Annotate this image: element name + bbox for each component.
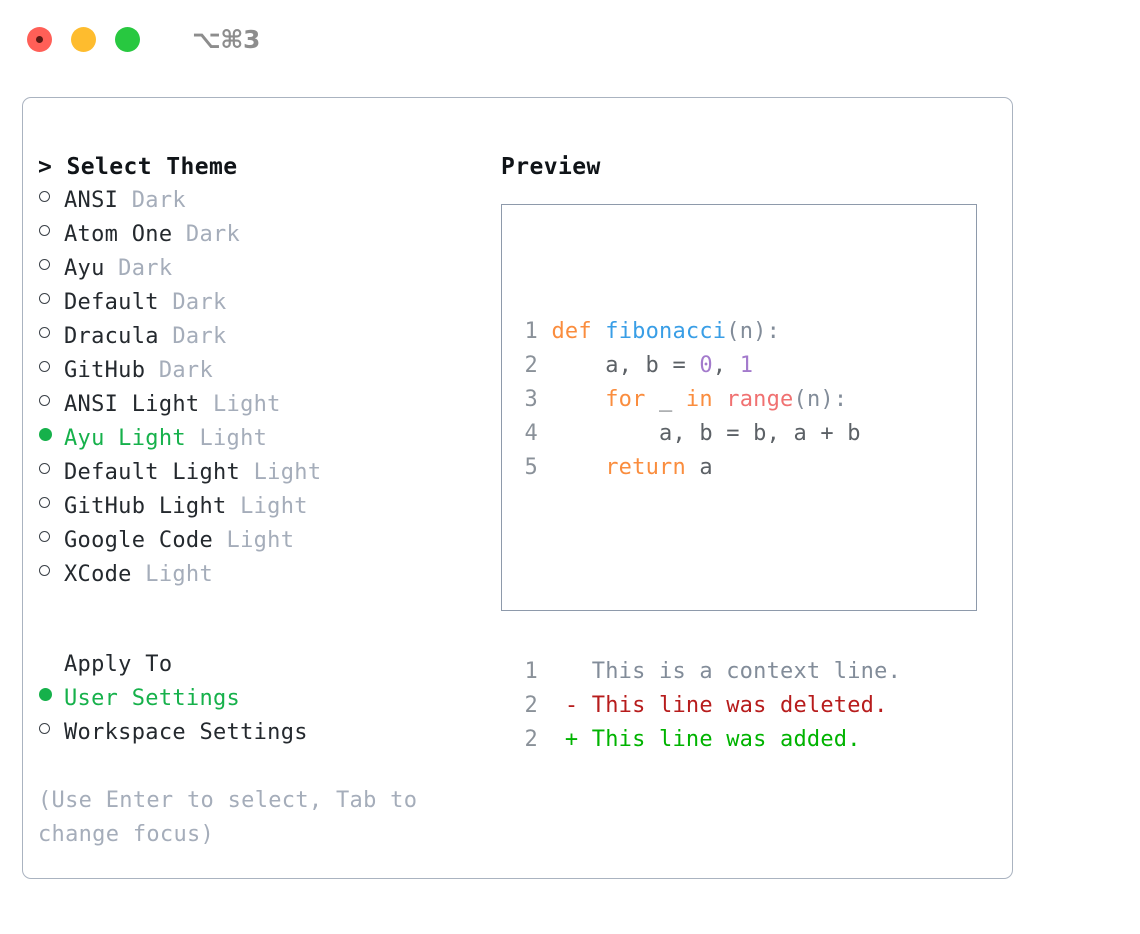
option-variant-tag: Dark xyxy=(118,188,186,213)
code-token-plain: , xyxy=(712,353,740,378)
code-token-plain: a xyxy=(685,455,713,480)
diff-line-added: 2 + This line was added. xyxy=(512,723,901,757)
diff-text: This is a context line. xyxy=(538,659,902,684)
option-variant-tag: Dark xyxy=(145,358,214,383)
line-number: 4 xyxy=(524,421,538,446)
code-token-num: 0 xyxy=(699,353,713,378)
theme-option-xcode[interactable]: XCode Light xyxy=(38,558,488,592)
theme-option-github[interactable]: GitHub Dark xyxy=(38,354,488,388)
option-label: Workspace Settings xyxy=(64,720,308,745)
code-token-kw: return xyxy=(605,455,686,480)
apply-option-workspace-settings[interactable]: Workspace Settings xyxy=(38,716,488,750)
code-token-plain: _ xyxy=(645,387,686,412)
keyboard-shortcut-label: ⌥⌘3 xyxy=(192,24,260,54)
line-number: 1 xyxy=(524,319,538,344)
code-token-kw: for xyxy=(605,387,646,412)
option-label: Atom One xyxy=(64,222,173,247)
code-token-plain xyxy=(592,319,605,344)
line-number: 5 xyxy=(524,455,538,480)
code-token-num: 1 xyxy=(739,353,754,378)
option-variant-tag: Light xyxy=(131,562,214,587)
code-token-kw: in xyxy=(685,387,713,412)
code-line: 1 def fibonacci(n): xyxy=(512,315,901,349)
diff-line-deleted: 2 - This line was deleted. xyxy=(512,689,901,723)
diff-text: + This line was added. xyxy=(538,727,861,752)
theme-option-ansi-light[interactable]: ANSI Light Light xyxy=(38,388,488,422)
code-diff-separator xyxy=(512,553,901,587)
option-label: GitHub xyxy=(64,358,146,383)
code-line: 3 for _ in range(n): xyxy=(512,383,901,417)
code-token-plain: a, b = b, a + b xyxy=(538,421,861,446)
theme-option-ayu[interactable]: Ayu Dark xyxy=(38,252,488,286)
code-token-call: range xyxy=(726,387,794,412)
close-window-icon[interactable] xyxy=(27,26,52,52)
option-variant-tag: Light xyxy=(213,528,295,553)
option-variant-tag: Light xyxy=(185,426,268,451)
code-token-plain: a, b = xyxy=(538,353,700,378)
option-label: XCode xyxy=(64,562,132,587)
line-number: 1 xyxy=(524,659,538,684)
zoom-window-icon[interactable] xyxy=(115,26,140,52)
option-label: Default Light xyxy=(64,460,241,485)
line-number: 2 xyxy=(524,693,538,718)
option-variant-tag: Dark xyxy=(172,222,241,247)
code-token-kw: def xyxy=(551,319,592,344)
keyboard-hint-text: (Use Enter to select, Tab to change focu… xyxy=(38,788,418,847)
option-label: Ayu Light xyxy=(64,426,186,451)
code-token-plain xyxy=(538,455,605,480)
option-variant-tag: Dark xyxy=(158,290,227,315)
code-line: 2 a, b = 0, 1 xyxy=(512,349,901,383)
option-label: Ayu xyxy=(64,256,105,281)
theme-option-google-code[interactable]: Google Code Light xyxy=(38,524,488,558)
window-titlebar: ⌥⌘3 xyxy=(0,0,1140,78)
preview-column: Preview 1 def fibonacci(n):2 a, b = 0, 1… xyxy=(501,150,1001,752)
code-line: 4 a, b = b, a + b xyxy=(512,417,901,451)
option-label: ANSI xyxy=(64,188,119,213)
code-token-punc: (n): xyxy=(793,387,848,412)
code-token-plain xyxy=(713,387,726,412)
theme-option-ayu-light[interactable]: Ayu Light Light xyxy=(38,422,488,456)
diff-sample: 1 This is a context line.2 - This line w… xyxy=(512,655,901,757)
code-token-fn: fibonacci xyxy=(605,319,727,344)
option-label: Dracula xyxy=(64,324,159,349)
code-line: 5 return a xyxy=(512,451,901,485)
preview-heading: Preview xyxy=(501,154,601,180)
option-label: User Settings xyxy=(64,686,241,711)
code-token-punc: (n): xyxy=(726,319,781,344)
theme-option-dracula[interactable]: Dracula Dark xyxy=(38,320,488,354)
apply-option-user-settings[interactable]: User Settings xyxy=(38,682,488,716)
option-label: Google Code xyxy=(64,528,213,553)
traffic-light-controls xyxy=(27,26,140,52)
option-variant-tag: Dark xyxy=(158,324,227,349)
theme-option-default-light[interactable]: Default Light Light xyxy=(38,456,488,490)
option-variant-tag: Light xyxy=(240,460,322,485)
theme-option-atom-one[interactable]: Atom One Dark xyxy=(38,218,488,252)
line-number: 2 xyxy=(524,353,538,378)
option-label: ANSI Light xyxy=(64,392,200,417)
option-variant-tag: Light xyxy=(226,494,308,519)
line-number: 2 xyxy=(524,727,538,752)
code-token-plain xyxy=(538,319,551,344)
option-variant-tag: Dark xyxy=(104,256,173,281)
theme-option-ansi[interactable]: ANSI Dark xyxy=(38,184,488,218)
theme-option-default[interactable]: Default Dark xyxy=(38,286,488,320)
code-token-plain xyxy=(538,387,605,412)
option-variant-tag: Light xyxy=(199,392,281,417)
apply-to-heading: Apply To xyxy=(64,652,173,677)
minimize-window-icon[interactable] xyxy=(71,26,96,52)
option-label: GitHub Light xyxy=(64,494,227,519)
line-number: 3 xyxy=(524,387,538,412)
option-label: Default xyxy=(64,290,159,315)
diff-line-context: 1 This is a context line. xyxy=(512,655,901,689)
select-theme-heading: > Select Theme xyxy=(38,154,238,180)
diff-text: - This line was deleted. xyxy=(538,693,888,718)
theme-option-github-light[interactable]: GitHub Light Light xyxy=(38,490,488,524)
